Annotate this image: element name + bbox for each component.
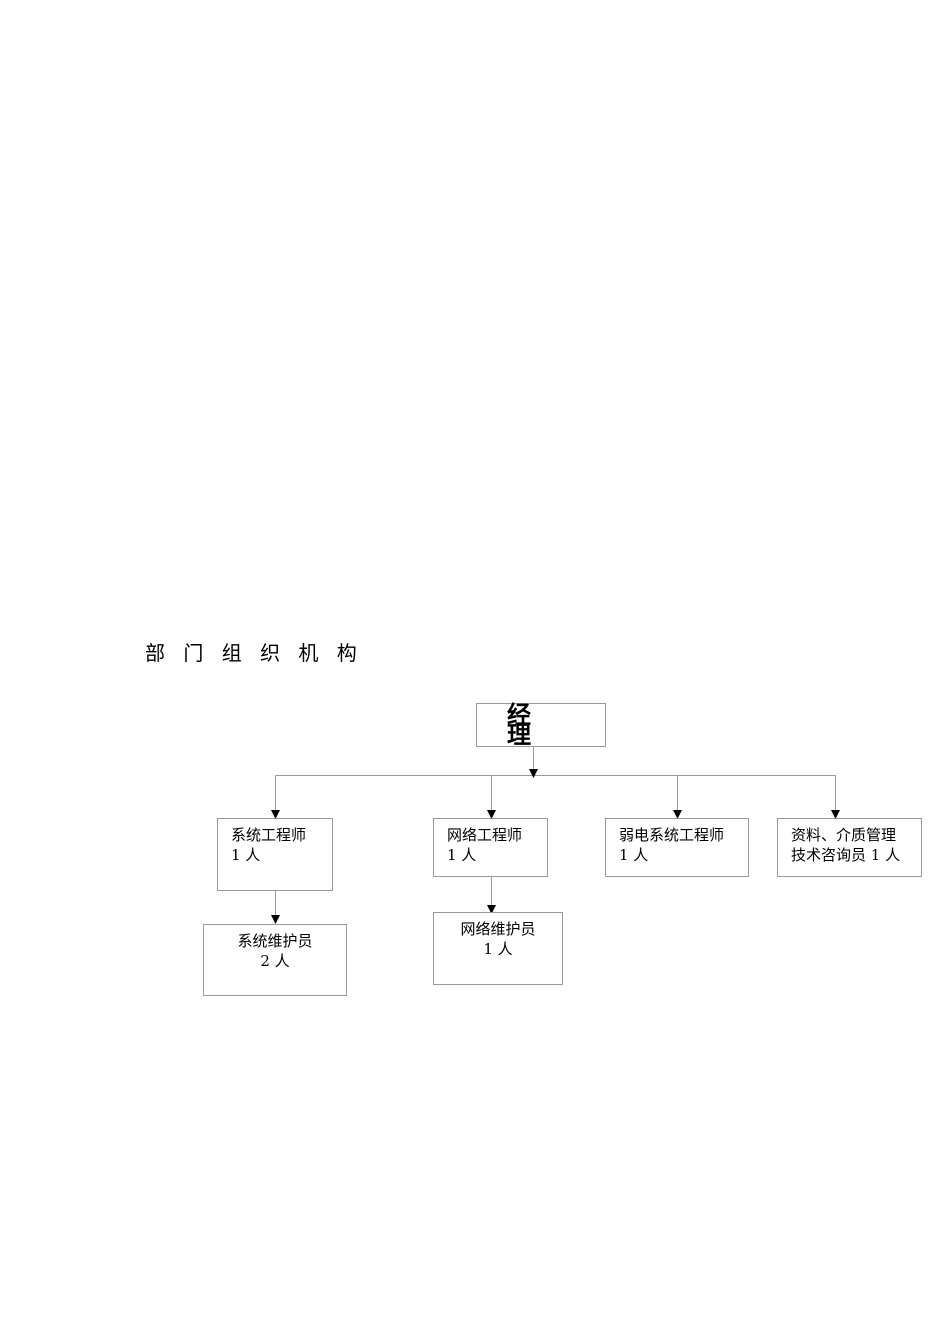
records-consultant-count: 技术咨询员 1 人: [791, 846, 901, 864]
weak-current-engineer-count: 1 人: [619, 846, 649, 864]
records-consultant-box: 资料、介质管理 技术咨询员 1 人: [777, 818, 922, 877]
page-heading: 部 门 组 织 机 构: [145, 641, 363, 665]
system-engineer-count: 1 人: [231, 846, 261, 864]
arrowhead-system-engineer: [271, 810, 280, 819]
arrowhead-manager: [529, 769, 538, 778]
system-engineer-box: 系统工程师 1 人: [217, 818, 333, 891]
system-maintainer-count: 2 人: [260, 952, 290, 970]
weak-current-engineer-box: 弱电系统工程师 1 人: [605, 818, 749, 877]
arrowhead-network-engineer: [487, 810, 496, 819]
network-maintainer-title: 网络维护员: [460, 920, 536, 938]
arrowhead-system-maintainer: [271, 915, 280, 924]
network-maintainer-count: 1 人: [483, 940, 513, 958]
network-engineer-box: 网络工程师 1 人: [433, 818, 548, 877]
network-engineer-title: 网络工程师: [447, 826, 523, 844]
manager-label: 经理: [507, 700, 561, 749]
weak-current-engineer-title: 弱电系统工程师: [619, 826, 725, 844]
manager-box: 经理: [476, 703, 606, 747]
network-engineer-count: 1 人: [447, 846, 477, 864]
arrowhead-records-consultant: [831, 810, 840, 819]
system-maintainer-box: 系统维护员 2 人: [203, 924, 347, 996]
network-maintainer-box: 网络维护员 1 人: [433, 912, 563, 985]
system-maintainer-title: 系统维护员: [237, 932, 313, 950]
system-engineer-title: 系统工程师: [231, 826, 307, 844]
arrowhead-network-maintainer: [487, 905, 496, 914]
records-consultant-title: 资料、介质管理: [791, 826, 897, 844]
arrowhead-weak-current-engineer: [673, 810, 682, 819]
